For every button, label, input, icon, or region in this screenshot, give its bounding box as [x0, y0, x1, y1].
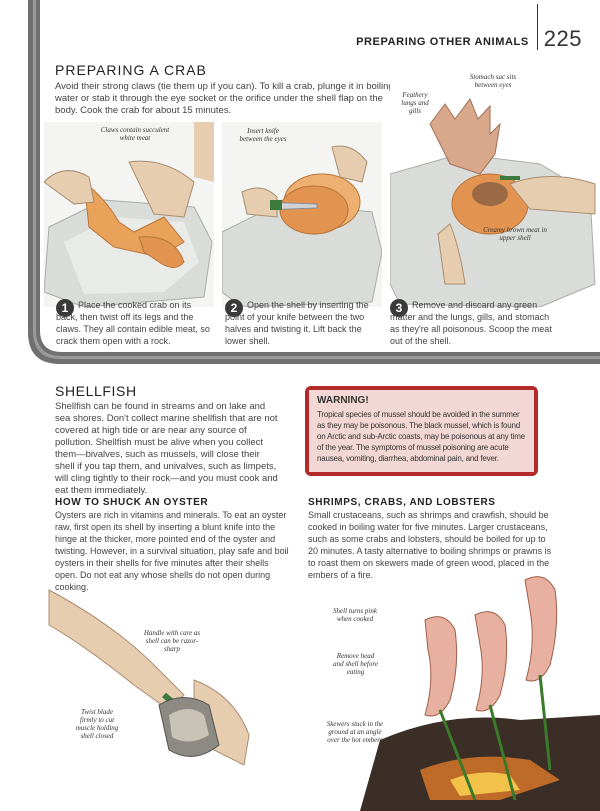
step-2-number: 2: [225, 299, 243, 317]
step-1-number: 1: [56, 299, 74, 317]
page-header: PREPARING OTHER ANIMALS 225: [356, 4, 582, 52]
callout-brown-meat: Creamy brown meat in upper shell: [483, 226, 547, 242]
shrimp-illustration: [300, 570, 600, 811]
warning-title: WARNING!: [317, 395, 369, 406]
step-1-text: Place the cooked crab on its back, then …: [56, 300, 210, 346]
shellfish-body-text: Shellfish can be found in streams and on…: [55, 401, 278, 496]
crab-step1-illustration: [44, 122, 214, 307]
crab-section-title: PREPARING A CRAB: [55, 62, 207, 78]
oyster-body-text: Oysters are rich in vitamins and mineral…: [55, 510, 289, 592]
shrimp-title: SHRIMPS, CRABS, AND LOBSTERS: [308, 497, 496, 508]
crab-step3-illustration: [390, 84, 600, 307]
callout-twist-blade: Twist blade firmly to cut muscle holding…: [75, 708, 119, 740]
callout-claws: Claws contain succulent white meat: [100, 126, 170, 142]
callout-skewers: Skewers stuck in the ground at an angle …: [326, 720, 384, 744]
shrimp-body-text: Small crustaceans, such as shrimps and c…: [308, 510, 552, 580]
step-2-text: Open the shell by inserting the point of…: [225, 300, 369, 346]
header-divider: [536, 4, 538, 50]
shellfish-section-title: SHELLFISH: [55, 383, 137, 399]
callout-handle-with-care: Handle with care as shell can be razor-s…: [143, 629, 201, 653]
page-number: 225: [543, 26, 582, 51]
step-3-number: 3: [390, 299, 408, 317]
callout-stomach-sac: Stomach sac sits between eyes: [469, 73, 517, 89]
callout-shell-turns-pink: Shell turns pink when cooked: [333, 607, 377, 623]
callout-remove-head: Remove head and shell before eating: [333, 652, 378, 676]
step-3-text: Remove and discard any green matter and …: [390, 300, 552, 346]
crab-step2-illustration: [222, 122, 382, 307]
oyster-title: HOW TO SHUCK AN OYSTER: [55, 497, 209, 508]
running-section-title: PREPARING OTHER ANIMALS: [356, 36, 529, 48]
callout-feathery-lungs: Feathery lungs and gills: [401, 91, 429, 115]
callout-insert-knife: Insert knife between the eyes: [239, 127, 287, 143]
warning-box: WARNING! Tropical species of mussel shou…: [305, 386, 538, 476]
oyster-illustration: [44, 585, 264, 811]
warning-body: Tropical species of mussel should be avo…: [317, 410, 525, 463]
crab-intro-text: Avoid their strong claws (tie them up if…: [55, 81, 394, 116]
